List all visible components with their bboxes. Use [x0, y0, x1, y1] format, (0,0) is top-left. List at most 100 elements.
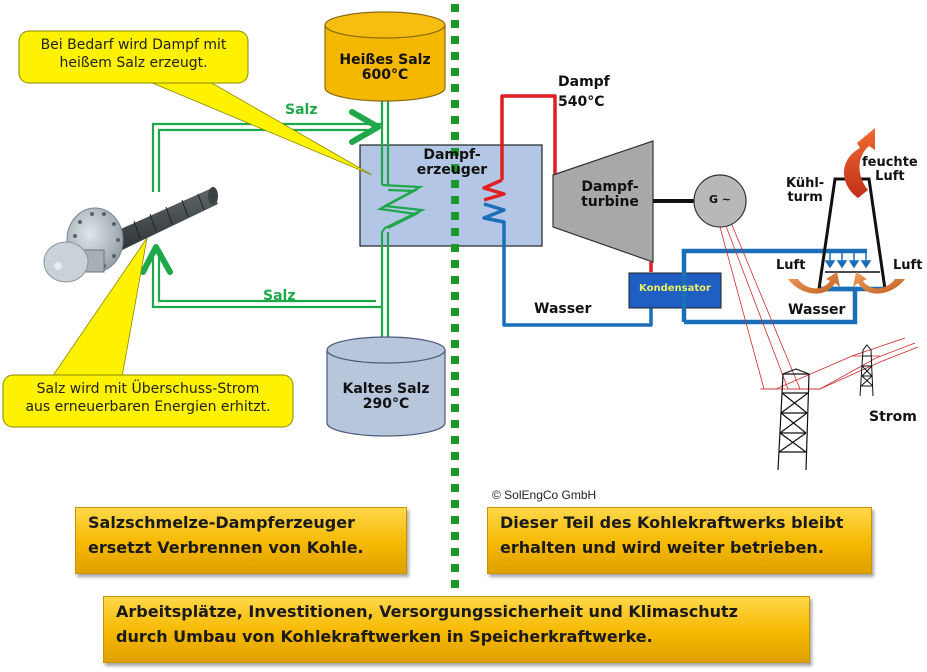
steam-circuit — [482, 94, 653, 327]
divider-dot — [451, 468, 459, 476]
divider-dot — [451, 292, 459, 300]
callout-top-box — [18, 30, 249, 84]
divider-dot — [451, 132, 459, 140]
divider-dot — [451, 164, 459, 172]
turbine-label: Dampf- turbine — [572, 180, 648, 209]
info-box-left-line1: Salzschmelze-Dampferzeuger — [88, 513, 355, 532]
cooling-tower-line1: Kühl- — [786, 176, 825, 191]
power-label: Strom — [869, 409, 917, 425]
divider-dot — [451, 84, 459, 92]
divider-dot — [451, 356, 459, 364]
cooling-tower — [788, 128, 905, 294]
cooling-tower-line2: turm — [787, 189, 823, 205]
steam-generator-line2: erzeuger — [416, 161, 488, 178]
hot-salt-tank-temp: 600°C — [361, 66, 409, 83]
salt-bottom-label: Salz — [263, 288, 296, 304]
divider-dot — [451, 228, 459, 236]
copyright-notice: © SolEngCo GmbH — [492, 488, 597, 502]
divider-dot — [451, 404, 459, 412]
power-lines — [719, 224, 919, 390]
divider-dot — [451, 372, 459, 380]
salt-pipes — [151, 100, 426, 340]
steam-generator-line1: Dampf- — [423, 147, 481, 163]
callout-bottom-line1: Salz wird mit Überschuss-Strom — [36, 381, 260, 397]
air-in-left-icon — [788, 272, 840, 294]
divider-dot — [451, 516, 459, 524]
info-box-bottom-line1: Arbeitsplätze, Investitionen, Versorgung… — [116, 602, 738, 621]
divider-dot — [451, 324, 459, 332]
humid-air-label: feuchte Luft — [862, 156, 918, 183]
divider-dot — [451, 388, 459, 396]
divider-dot — [451, 580, 459, 588]
info-box-right-line1: Dieser Teil des Kohlekraftwerks bleibt — [500, 513, 844, 532]
hot-salt-tank-name: Heißes Salz — [339, 52, 431, 68]
divider-dot — [451, 276, 459, 284]
divider-dot — [451, 436, 459, 444]
steam-generator-label: Dampf- erzeuger — [412, 148, 492, 177]
info-box-bottom: Arbeitsplätze, Investitionen, Versorgung… — [103, 596, 810, 663]
divider-dot — [451, 244, 459, 252]
cold-salt-tank — [326, 336, 446, 437]
air-in-right-icon — [853, 272, 905, 294]
callout-top-text: Bei Bedarf wird Dampf mit heißem Salz er… — [19, 37, 248, 72]
callout-bottom-box — [2, 374, 294, 428]
cold-salt-tank-name: Kaltes Salz — [342, 381, 430, 397]
hot-salt-tank — [324, 11, 446, 102]
humid-air-line1: feuchte — [862, 155, 918, 170]
info-box-left: Salzschmelze-Dampferzeuger ersetzt Verbr… — [75, 507, 407, 574]
condenser-box — [628, 272, 722, 309]
salt-arrow-up-icon — [140, 244, 173, 275]
plant-section-divider — [451, 4, 459, 588]
air-right-label: Luft — [893, 258, 923, 273]
info-box-left-line2: ersetzt Verbrennen von Kohle. — [88, 537, 364, 557]
callout-top-line1: Bei Bedarf wird Dampf mit — [40, 37, 227, 53]
divider-dot — [451, 532, 459, 540]
divider-dot — [451, 548, 459, 556]
divider-dot — [451, 484, 459, 492]
immersion-heater — [43, 187, 218, 283]
cold-salt-tank-temp: 290°C — [362, 395, 410, 412]
divider-dot — [451, 420, 459, 428]
humid-air-line2: Luft — [875, 168, 905, 184]
turbine-line2: turbine — [581, 193, 639, 210]
steam-temp: 540°C — [558, 94, 605, 111]
salt-top-label: Salz — [285, 102, 318, 118]
divider-dot — [451, 564, 459, 572]
info-box-bottom-line2: durch Umbau von Kohlekraftwerken in Spei… — [116, 626, 653, 646]
hot-salt-tank-label: Heißes Salz 600°C — [325, 53, 445, 82]
turbine-line1: Dampf- — [581, 179, 639, 195]
power-pylon-small — [859, 344, 874, 397]
cold-salt-tank-label: Kaltes Salz 290°C — [327, 382, 445, 411]
callout-top-line2: heißem Salz erzeugt. — [59, 54, 208, 71]
steam-turbine — [552, 140, 654, 263]
divider-dot — [451, 148, 459, 156]
steam-label: Dampf 540°C — [558, 72, 610, 113]
divider-dot — [451, 100, 459, 108]
divider-dot — [451, 52, 459, 60]
divider-dot — [451, 20, 459, 28]
divider-dot — [451, 260, 459, 268]
water-left-label: Wasser — [534, 301, 592, 317]
air-left-label: Luft — [776, 258, 806, 273]
generator-label: G ~ — [708, 193, 732, 206]
divider-dot — [451, 68, 459, 76]
divider-dot — [451, 36, 459, 44]
divider-dot — [451, 308, 459, 316]
divider-dot — [451, 196, 459, 204]
divider-dot — [451, 340, 459, 348]
info-box-right-line2: erhalten und wird weiter betrieben. — [500, 537, 824, 557]
salt-arrow-right-icon — [349, 109, 381, 145]
water-right-label: Wasser — [788, 302, 846, 318]
divider-dot — [451, 500, 459, 508]
info-box-right: Dieser Teil des Kohlekraftwerks bleibt e… — [487, 507, 872, 574]
divider-dot — [451, 452, 459, 460]
divider-dot — [451, 4, 459, 12]
divider-dot — [451, 116, 459, 124]
cooling-tower-label: Kühl- turm — [786, 177, 824, 204]
divider-dot — [451, 212, 459, 220]
callout-bottom-line2: aus erneuerbaren Energien erhitzt. — [25, 398, 271, 415]
humid-air-exhaust-icon — [844, 128, 875, 198]
condenser-label: Kondensator — [639, 283, 711, 294]
steam-line1: Dampf — [558, 74, 610, 90]
